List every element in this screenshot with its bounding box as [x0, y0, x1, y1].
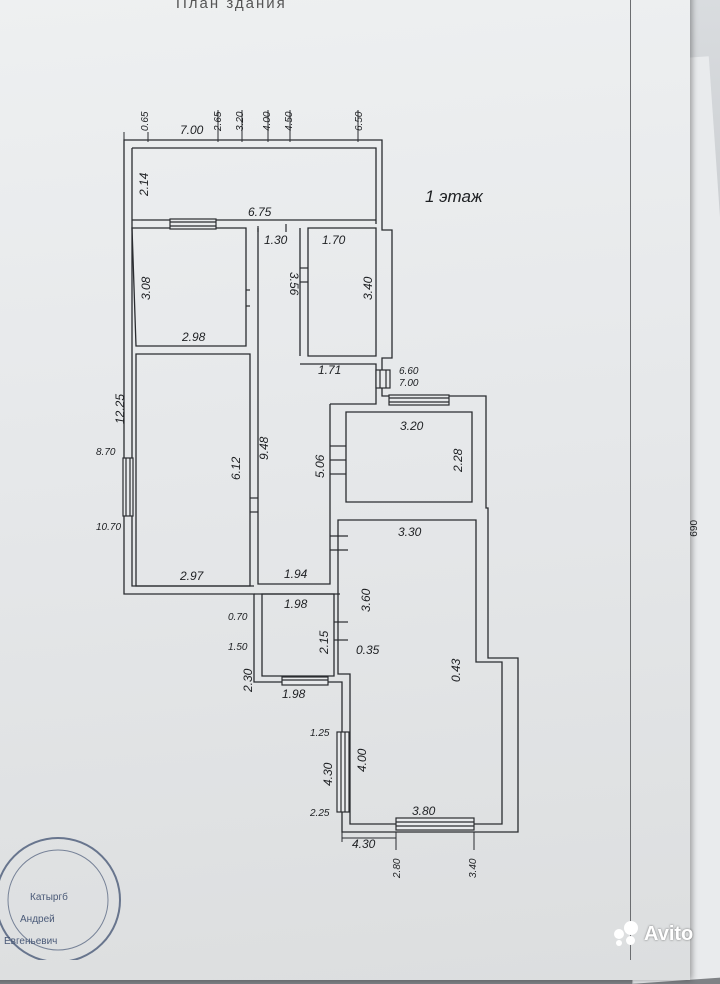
veranda-width: 3.80: [412, 804, 436, 818]
top-room-width: 6.75: [248, 205, 272, 219]
tick-2-65: 2.65: [213, 111, 224, 132]
hall-right-b: 7.00: [399, 378, 419, 389]
left-win-bottom: 10.70: [96, 522, 121, 533]
tick-7-00: 7.00: [180, 123, 204, 137]
top-ticks: [123, 110, 359, 142]
corridor-right: 1.70: [322, 233, 346, 247]
frame-border: [630, 0, 631, 960]
avito-wordmark: Avito: [644, 922, 694, 945]
windows: [122, 218, 475, 831]
bath-top: 1.94: [284, 567, 308, 581]
corridor-mid: 3.56: [287, 272, 301, 296]
room-b-height: 3.40: [361, 276, 375, 300]
room-e-step: 0.43: [449, 658, 463, 682]
stamp-line-3: Евгеньевич: [4, 936, 57, 947]
bath-side: 0.35: [356, 643, 380, 657]
left-total: 12.25: [113, 394, 127, 424]
stamp: Катыргб Андрей Евгеньевич: [0, 837, 121, 960]
room-d-height: 2.28: [451, 448, 465, 473]
corridor-left: 1.30: [264, 233, 288, 247]
bath-width: 1.98: [284, 597, 308, 611]
paper-sheet: [0, 0, 690, 980]
bath-bottom: 1.98: [282, 687, 306, 701]
room-d-width: 3.20: [400, 419, 424, 433]
bath-left-b: 1.50: [228, 642, 248, 653]
veranda-height: 4.00: [355, 748, 369, 772]
avito-watermark: Avito: [614, 918, 714, 950]
tick-4-50: 4.50: [284, 111, 295, 131]
bath-height: 2.15: [317, 630, 331, 655]
veranda-left: 4.30: [321, 762, 335, 786]
top-room-depth: 2.14: [137, 172, 151, 197]
bottom-b: 3.40: [468, 858, 479, 878]
room-c-height: 6.12: [229, 456, 243, 480]
room-e-width: 3.30: [398, 525, 422, 539]
veranda-win-bottom: 2.25: [309, 808, 330, 819]
stamp-line-1: Катыргб: [30, 891, 68, 903]
floor-plan: План здания 1 этаж: [0, 0, 698, 960]
hall-width: 1.71: [318, 363, 341, 377]
bath-left-a: 0.70: [228, 612, 248, 623]
room-e-height: 3.60: [359, 588, 373, 612]
plan-title: План здания: [176, 0, 287, 12]
veranda-win-top: 1.25: [310, 728, 330, 739]
floor-label: 1 этаж: [425, 187, 484, 206]
tick-0-65: 0.65: [140, 111, 151, 131]
stamp-line-2: Андрей: [20, 914, 55, 925]
hall-right-a: 6.60: [399, 366, 419, 377]
tick-3-20: 3.20: [235, 111, 246, 131]
tick-4-00: 4.00: [262, 111, 273, 131]
avito-logo-icon: [614, 921, 640, 947]
bottom-ticks: [341, 832, 475, 850]
edge-number: 069: [687, 520, 698, 537]
hall-length: 9.48: [257, 436, 271, 460]
tick-6-50: 6.50: [354, 111, 365, 131]
left-win-top: 8.70: [96, 447, 116, 458]
bath-left-c: 2.30: [241, 668, 255, 693]
room-a-width: 2.98: [181, 330, 206, 344]
room-a-height: 3.08: [139, 276, 153, 300]
room-d-left: 5.06: [313, 454, 327, 478]
room-c-width: 2.97: [179, 569, 205, 583]
bottom-a: 2.80: [392, 858, 403, 879]
bottom-width: 4.30: [352, 837, 376, 851]
